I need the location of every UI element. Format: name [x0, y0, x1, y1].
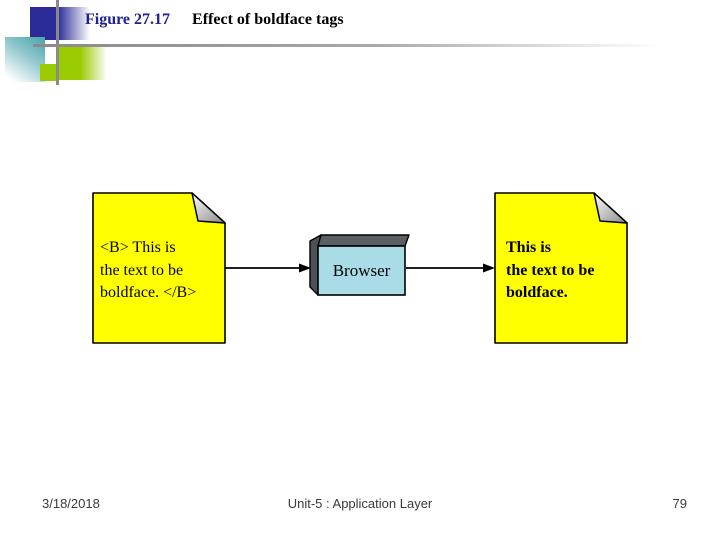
figure-caption: Effect of boldface tags: [192, 11, 344, 28]
footer-page-number: 79: [672, 496, 687, 511]
result-document-fold-icon: [593, 192, 628, 224]
source-document-text: <B> This is the text to be boldface. </B…: [100, 239, 197, 301]
ornament-vertical-line: [56, 0, 59, 85]
footer-title: Unit-5 : Application Layer: [287, 496, 433, 511]
ornament-blue-square: [30, 7, 90, 40]
browser-box-top-face: [317, 234, 410, 247]
ornament-horizontal-line: [33, 44, 660, 47]
browser-label: Browser: [332, 261, 391, 280]
slide-title: Figure 27.17 Effect of boldface tags: [85, 11, 344, 29]
arrow-browser-to-result-icon: [406, 263, 495, 273]
source-document-fold-icon: [191, 192, 226, 224]
source-document-shape: [92, 192, 226, 344]
browser-box: [309, 234, 410, 296]
result-document-shape: [494, 192, 628, 344]
arrow-source-to-browser-icon: [225, 263, 311, 273]
footer-date: 3/18/2018: [42, 496, 100, 511]
result-document-text: This is the text to be boldface.: [506, 239, 595, 301]
figure-number: Figure 27.17: [85, 11, 171, 28]
ornament-green-notch: [40, 64, 58, 81]
ornament-green-square: [58, 47, 107, 80]
browser-box-front-face: [317, 245, 406, 296]
